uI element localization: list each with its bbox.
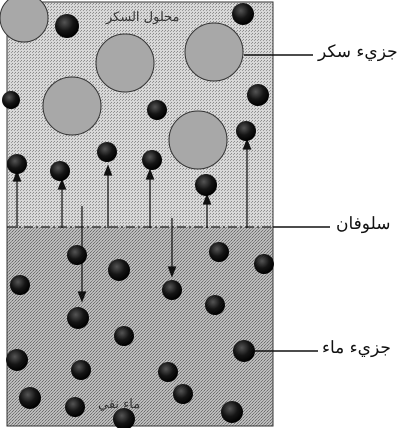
arrow-head bbox=[57, 178, 67, 190]
sugar-molecule bbox=[184, 22, 244, 82]
water-molecule bbox=[7, 154, 27, 174]
water-molecule bbox=[247, 84, 269, 106]
water-molecule bbox=[113, 408, 135, 430]
water-molecule bbox=[209, 242, 229, 262]
sugar-molecule bbox=[95, 33, 155, 93]
arrow-head bbox=[77, 291, 87, 303]
water-molecule bbox=[236, 121, 256, 141]
sugar-molecule-label: جزيء سكر bbox=[318, 42, 398, 62]
sugar-solution-label: محلول السكر bbox=[106, 10, 180, 25]
water-molecule bbox=[65, 397, 85, 417]
pure-water-region bbox=[7, 227, 273, 426]
water-molecule bbox=[55, 14, 79, 38]
water-molecule bbox=[10, 275, 30, 295]
arrow-head bbox=[167, 266, 177, 278]
arrow-head bbox=[12, 170, 22, 182]
water-molecule bbox=[6, 349, 28, 371]
water-molecule bbox=[147, 100, 167, 120]
water-molecule bbox=[2, 91, 20, 109]
water-molecule bbox=[173, 384, 193, 404]
arrow-head bbox=[103, 164, 113, 176]
water-molecule bbox=[19, 387, 41, 409]
cellophane-label: سلوفان bbox=[336, 214, 391, 234]
water-molecule bbox=[254, 254, 274, 274]
water-molecule bbox=[108, 259, 130, 281]
arrow-head bbox=[242, 138, 252, 150]
water-molecule bbox=[67, 307, 89, 329]
water-molecule bbox=[233, 340, 255, 362]
pure-water-label: ماء نقي bbox=[98, 397, 141, 412]
water-molecule bbox=[71, 360, 91, 380]
water-molecule-label: جزيء ماء bbox=[322, 338, 391, 358]
sugar-molecule bbox=[42, 76, 102, 136]
water-molecule bbox=[142, 150, 162, 170]
water-molecule bbox=[232, 3, 254, 25]
sugar-molecules bbox=[0, 0, 244, 170]
water-molecule bbox=[97, 142, 117, 162]
water-molecules bbox=[2, 3, 274, 430]
water-molecule bbox=[158, 362, 178, 382]
water-molecule bbox=[205, 295, 225, 315]
arrow-head bbox=[145, 168, 155, 180]
water-molecule bbox=[67, 245, 87, 265]
label-pointers bbox=[244, 54, 330, 352]
sugar-molecule bbox=[0, 0, 49, 43]
water-molecule bbox=[162, 280, 182, 300]
water-molecule bbox=[50, 161, 70, 181]
arrow-head bbox=[202, 193, 212, 205]
water-molecule bbox=[195, 174, 217, 196]
sugar-molecule bbox=[168, 110, 228, 170]
water-molecule bbox=[221, 401, 243, 423]
water-molecule bbox=[114, 326, 134, 346]
container-border bbox=[6, 1, 274, 427]
